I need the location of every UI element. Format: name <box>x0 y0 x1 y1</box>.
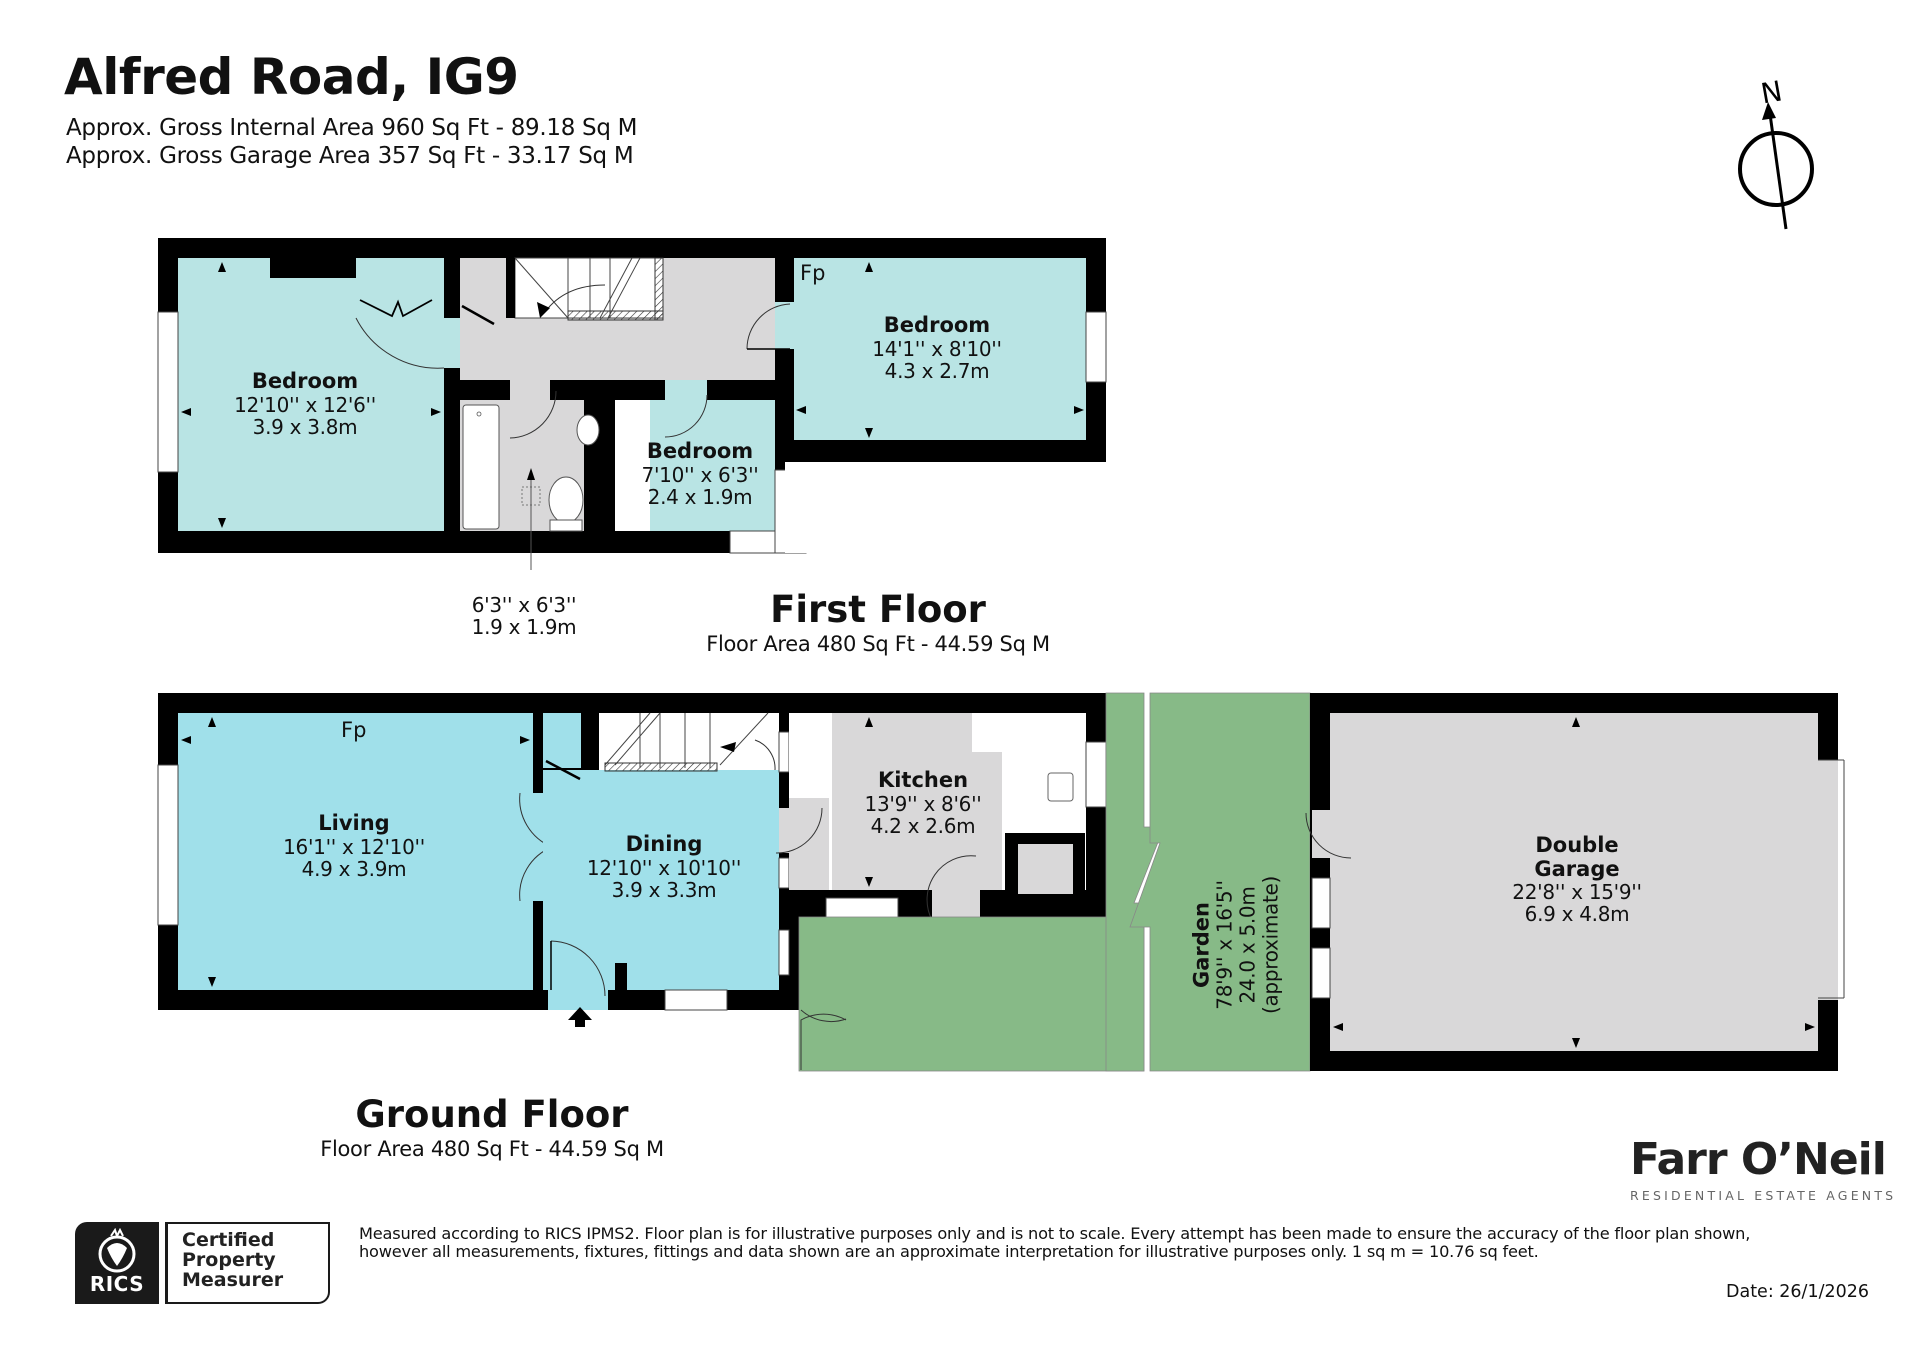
room-dim-metric: 4.9 x 3.9m <box>301 856 407 881</box>
room-dim-metric: 6.9 x 4.8m <box>1524 902 1630 927</box>
garden-note: (approximate) <box>1258 875 1283 1015</box>
room-name-line1: Double <box>1535 833 1619 857</box>
room-dim-metric: 3.9 x 3.3m <box>611 877 717 902</box>
living-area <box>178 713 533 990</box>
garden-name: Garden <box>1189 902 1214 989</box>
garage-area <box>1330 713 1818 1051</box>
gross-garage-area: Approx. Gross Garage Area 357 Sq Ft - 33… <box>66 143 634 169</box>
room-bedroom-3: Bedroom 7'10'' x 6'3'' 2.4 x 1.9m <box>641 439 759 509</box>
disclaimer: Measured according to RICS IPMS2. Floor … <box>359 1225 1879 1261</box>
room-dim-metric: 4.2 x 2.6m <box>870 813 976 838</box>
room-dim-imperial: 14'1'' x 8'10'' <box>872 336 1002 361</box>
room-name: Bedroom <box>251 369 359 393</box>
gross-internal-area: Approx. Gross Internal Area 960 Sq Ft - … <box>66 115 638 141</box>
rics-cert-text: Certified Property Measurer <box>165 1222 330 1304</box>
room-dim-imperial: 12'10'' x 12'6'' <box>234 392 376 417</box>
room-bedroom-2: Bedroom 14'1'' x 8'10'' 4.3 x 2.7m <box>872 313 1002 383</box>
room-dim-imperial: 22'8'' x 15'9'' <box>1512 880 1642 905</box>
garden-plan <box>798 692 1311 1072</box>
room-name: Kitchen <box>877 768 969 792</box>
room-name: Dining <box>625 832 703 856</box>
fireplace-label: Fp <box>800 261 826 285</box>
fireplace-label: Fp <box>341 718 367 742</box>
room-bathroom-dims: 6'3'' x 6'3'' 1.9 x 1.9m <box>472 594 577 639</box>
room-dim-metric: 1.9 x 1.9m <box>471 615 577 640</box>
rics-badge-line: Certified <box>182 1229 275 1251</box>
room-dim-imperial: 6'3'' x 6'3'' <box>471 593 577 617</box>
bedroom-2-area <box>794 258 1086 440</box>
floor-area: Floor Area 480 Sq Ft - 44.59 Sq M <box>320 1136 664 1161</box>
agent-name: Farr O’Neil <box>1630 1134 1887 1185</box>
room-name-line2: Garage <box>1534 856 1620 881</box>
garden-dim-metric: 24.0 x 5.0m <box>1235 886 1260 1004</box>
room-dining: Dining 12'10'' x 10'10'' 3.9 x 3.3m <box>586 832 742 902</box>
garage-plan <box>1305 693 1845 1071</box>
room-living: Living 16'1'' x 12'10'' 4.9 x 3.9m <box>283 811 425 881</box>
room-dim-imperial: 13'9'' x 8'6'' <box>864 791 982 816</box>
dimension-arrows <box>181 262 1815 1048</box>
room-dim-metric: 4.3 x 2.7m <box>884 358 990 383</box>
ground-floor-heading: Ground Floor Floor Area 480 Sq Ft - 44.5… <box>320 1093 664 1161</box>
rics-text: RICS <box>89 1272 145 1296</box>
page-title: Alfred Road, IG9 <box>64 48 519 106</box>
room-dim-imperial: 7'10'' x 6'3'' <box>641 462 759 487</box>
room-double-garage: Double Garage 22'8'' x 15'9'' 6.9 x 4.8m <box>1512 833 1642 927</box>
rics-lion-logo-icon: RICS <box>75 1222 159 1304</box>
bedroom-3-area <box>650 400 775 531</box>
garden-label: Garden 78'9'' x 16'5'' 24.0 x 5.0m (appr… <box>1189 876 1282 1014</box>
disclaimer-line-1: Measured according to RICS IPMS2. Floor … <box>359 1224 1751 1243</box>
floor-name: First Floor <box>770 588 986 631</box>
room-dim-imperial: 16'1'' x 12'10'' <box>283 834 425 859</box>
agent-logo: Farr O’Neil RESIDENTIAL ESTATE AGENTS <box>1630 1134 1897 1204</box>
disclaimer-line-2: however all measurements, fixtures, fitt… <box>359 1241 1539 1261</box>
room-name: Living <box>318 811 390 835</box>
floor-area: Floor Area 480 Sq Ft - 44.59 Sq M <box>706 631 1050 656</box>
rics-badge-line: Property <box>182 1248 276 1271</box>
room-dim-imperial: 12'10'' x 10'10'' <box>586 855 742 880</box>
first-floor-heading: First Floor Floor Area 480 Sq Ft - 44.59… <box>706 588 1050 656</box>
first-floor-plan <box>157 238 1107 570</box>
garden-dim-imperial: 78'9'' x 16'5'' <box>1212 880 1237 1010</box>
room-name: Bedroom <box>646 439 754 463</box>
rics-badge: RICS Certified Property Measurer <box>75 1222 331 1304</box>
bedroom-1-area <box>178 258 444 531</box>
room-name: Bedroom <box>883 313 991 337</box>
north-arrow-icon: N <box>1735 72 1855 246</box>
room-dim-metric: 2.4 x 1.9m <box>647 484 753 509</box>
room-bedroom-1: Bedroom 12'10'' x 12'6'' 3.9 x 3.8m <box>234 369 376 439</box>
floor-name: Ground Floor <box>355 1093 629 1136</box>
rics-badge-line: Measurer <box>182 1268 284 1291</box>
plan-date: Date: 26/1/2026 <box>1726 1282 1870 1302</box>
room-kitchen: Kitchen 13'9'' x 8'6'' 4.2 x 2.6m <box>864 768 982 838</box>
agent-tagline: RESIDENTIAL ESTATE AGENTS <box>1630 1188 1897 1203</box>
room-dim-metric: 3.9 x 3.8m <box>252 414 358 439</box>
